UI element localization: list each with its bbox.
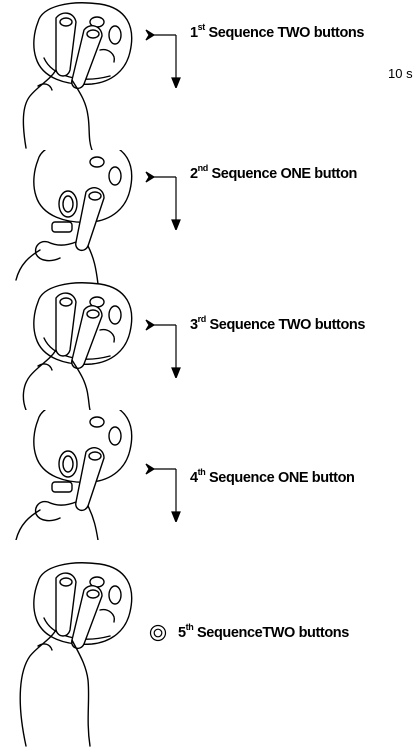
sequence-step-1: 1st Sequence TWO buttons bbox=[0, 0, 419, 150]
two-finger-press-icon bbox=[22, 282, 133, 410]
one-finger-press-icon bbox=[15, 150, 133, 285]
double-circle-icon bbox=[149, 624, 167, 642]
time-note: 10 s bbox=[388, 66, 413, 81]
sequence-arrow-icon bbox=[145, 171, 181, 230]
two-finger-press-icon bbox=[19, 562, 133, 747]
sequence-arrow-icon bbox=[145, 463, 181, 522]
sequence-step-label: 5th SequenceTWO buttons bbox=[178, 622, 349, 641]
one-finger-press-icon bbox=[15, 410, 133, 540]
sequence-arrow-icon bbox=[145, 29, 181, 88]
two-finger-press-icon bbox=[22, 2, 133, 150]
sequence-step-4: 4th Sequence ONE button bbox=[0, 410, 419, 540]
sequence-step-5: 5th SequenceTWO buttons bbox=[0, 560, 419, 748]
sequence-step-label: 3rd Sequence TWO buttons bbox=[190, 314, 366, 333]
sequence-step-label: 2nd Sequence ONE button bbox=[190, 163, 357, 182]
sequence-step-3: 3rd Sequence TWO buttons bbox=[0, 280, 419, 410]
sequence-arrow-icon bbox=[145, 319, 181, 378]
sequence-step-label: 1st Sequence TWO buttons bbox=[190, 22, 365, 41]
sequence-step-label: 4th Sequence ONE button bbox=[190, 467, 355, 486]
sequence-step-2: 2nd Sequence ONE button bbox=[0, 150, 419, 285]
